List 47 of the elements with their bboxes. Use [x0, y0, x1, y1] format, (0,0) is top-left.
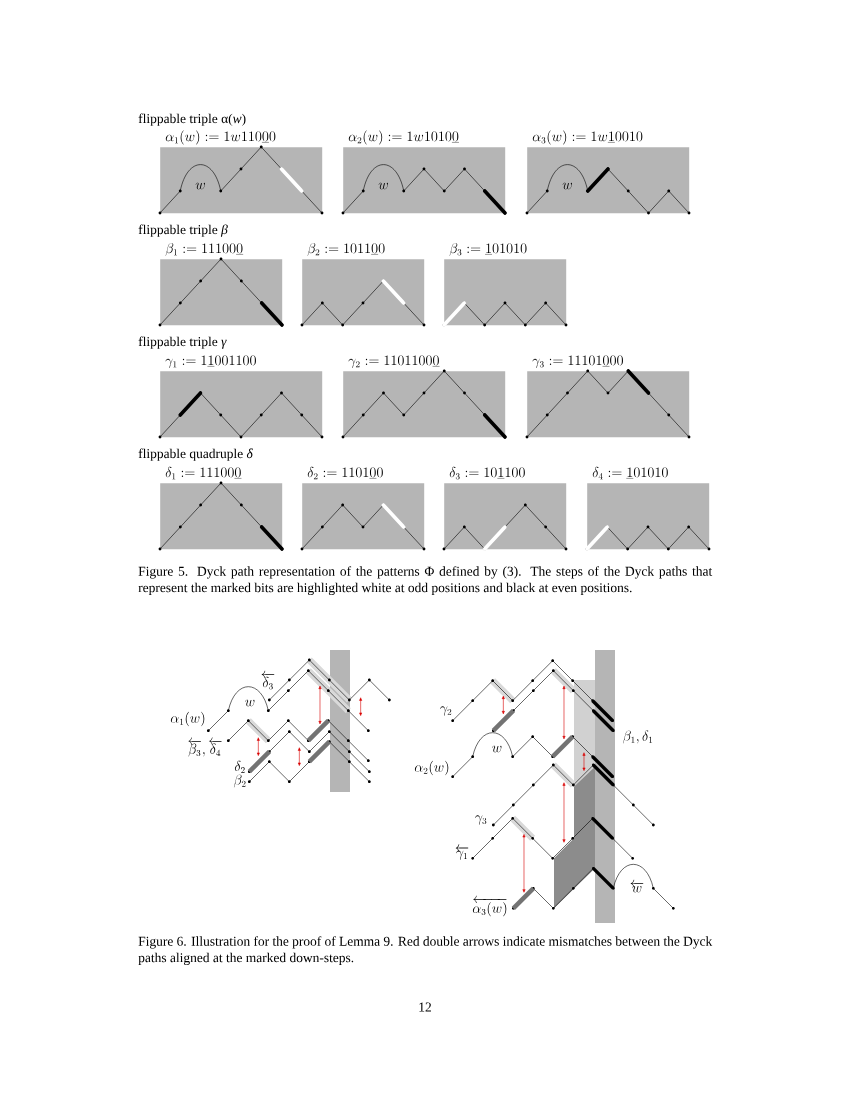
- path-label: $\gamma_3$: [475, 815, 487, 825]
- section-heading: flippable triple α(w): [138, 113, 246, 126]
- section-heading: flippable quadruple δ: [138, 448, 253, 461]
- path-label: $\overleftarrow{w}$: [630, 879, 644, 893]
- path-panel: $\delta_1 := 11100\underline{0}$: [158, 466, 284, 551]
- node-label: $\delta_3 := 10\underline{1}100$: [449, 466, 525, 480]
- path-panel: $\gamma_2 := 1101100\underline{0}$: [341, 355, 507, 439]
- path-label: $\overleftarrow{\beta_3}, \overleftarrow{\delta_4}$: [188, 737, 222, 757]
- node-label: $\delta_4 := \underline{1}01010$: [592, 466, 668, 480]
- section-heading: flippable triple β: [138, 224, 228, 237]
- path-panel: $\delta_3 := 10\underline{1}100$: [442, 466, 568, 551]
- path-label: $\alpha_1(w)$: [170, 711, 205, 727]
- node-label: $\beta_3 := \underline{1}01010$: [449, 242, 527, 256]
- path-panel: $\delta_4 := \underline{1}01010$: [585, 466, 711, 551]
- path-label: $\beta_2$: [233, 774, 246, 788]
- section-heading: flippable triple γ: [138, 336, 227, 349]
- path-label: $\overleftarrow{\delta_3}$: [261, 670, 275, 690]
- path-panel: $\beta_3 := \underline{1}01010$: [442, 242, 568, 327]
- path-label: $\alpha_2(w)$: [414, 760, 449, 776]
- path-label: $w$: [492, 745, 502, 753]
- path-panel: $\alpha_2(w) := 1w1010\underline{0}$ $w$: [341, 130, 507, 215]
- path-panel: $\beta_2 := 1011\underline{0}0$: [300, 242, 426, 327]
- path-label: $\gamma_2$: [440, 706, 452, 716]
- path-label: $\beta_1, \delta_1$: [623, 730, 653, 744]
- node-label: $\gamma_1 := 1\underline{1}001100$: [165, 355, 256, 369]
- path-panel: $\gamma_1 := 1\underline{1}001100$: [158, 355, 324, 439]
- path-panel: $\alpha_3(w) := 1w\underline{1}0010$ $w$: [525, 130, 691, 215]
- node-label: $\alpha_1(w) := 1w110\underline{0}0$: [165, 130, 276, 145]
- path-panel: $\beta_1 := 11100\underline{0}$: [158, 242, 284, 327]
- path-panel: $\delta_2 := 1101\underline{0}0$: [300, 466, 426, 551]
- node-label: $\beta_2 := 1011\underline{0}0$: [307, 242, 385, 256]
- page-number: 12: [419, 1002, 431, 1012]
- path-label: $w$: [245, 699, 255, 707]
- node-label: $\alpha_2(w) := 1w1010\underline{0}$: [348, 130, 459, 145]
- node-label: $\alpha_3(w) := 1w\underline{1}0010$: [532, 130, 643, 145]
- node-label: $\gamma_2 := 1101100\underline{0}$: [348, 355, 440, 369]
- path-label: $\overleftarrow{\gamma_1}$: [455, 844, 469, 860]
- node-label: $\gamma_3 := 11101\underline{0}00$: [532, 355, 623, 369]
- node-label: $\beta_1 := 11100\underline{0}$: [165, 242, 244, 256]
- path-panel: $\alpha_1(w) := 1w110\underline{0}0$ $w$: [158, 130, 324, 215]
- node-label: $\delta_1 := 11100\underline{0}$: [165, 466, 242, 480]
- node-label: $\delta_2 := 1101\underline{0}0$: [307, 466, 383, 480]
- path-label: $\delta_2$: [234, 760, 245, 774]
- path-label: $\overleftarrow{\alpha_3(w)}$: [472, 895, 507, 917]
- path-panel: $\gamma_3 := 11101\underline{0}00$: [525, 355, 691, 439]
- figure-caption: Figure 6. Illustration for the proof of Lemma 9. Red double arrows indicate mismatches between the Dyck paths aligned at the marked down-steps.: [138, 936, 713, 965]
- figure-caption: Figure 5. Dyck path representation of the patterns Φ defined by (3). The steps of the Dyck paths that represent the marked bits are highlighted white at odd positions and black at even positions.: [138, 566, 713, 595]
